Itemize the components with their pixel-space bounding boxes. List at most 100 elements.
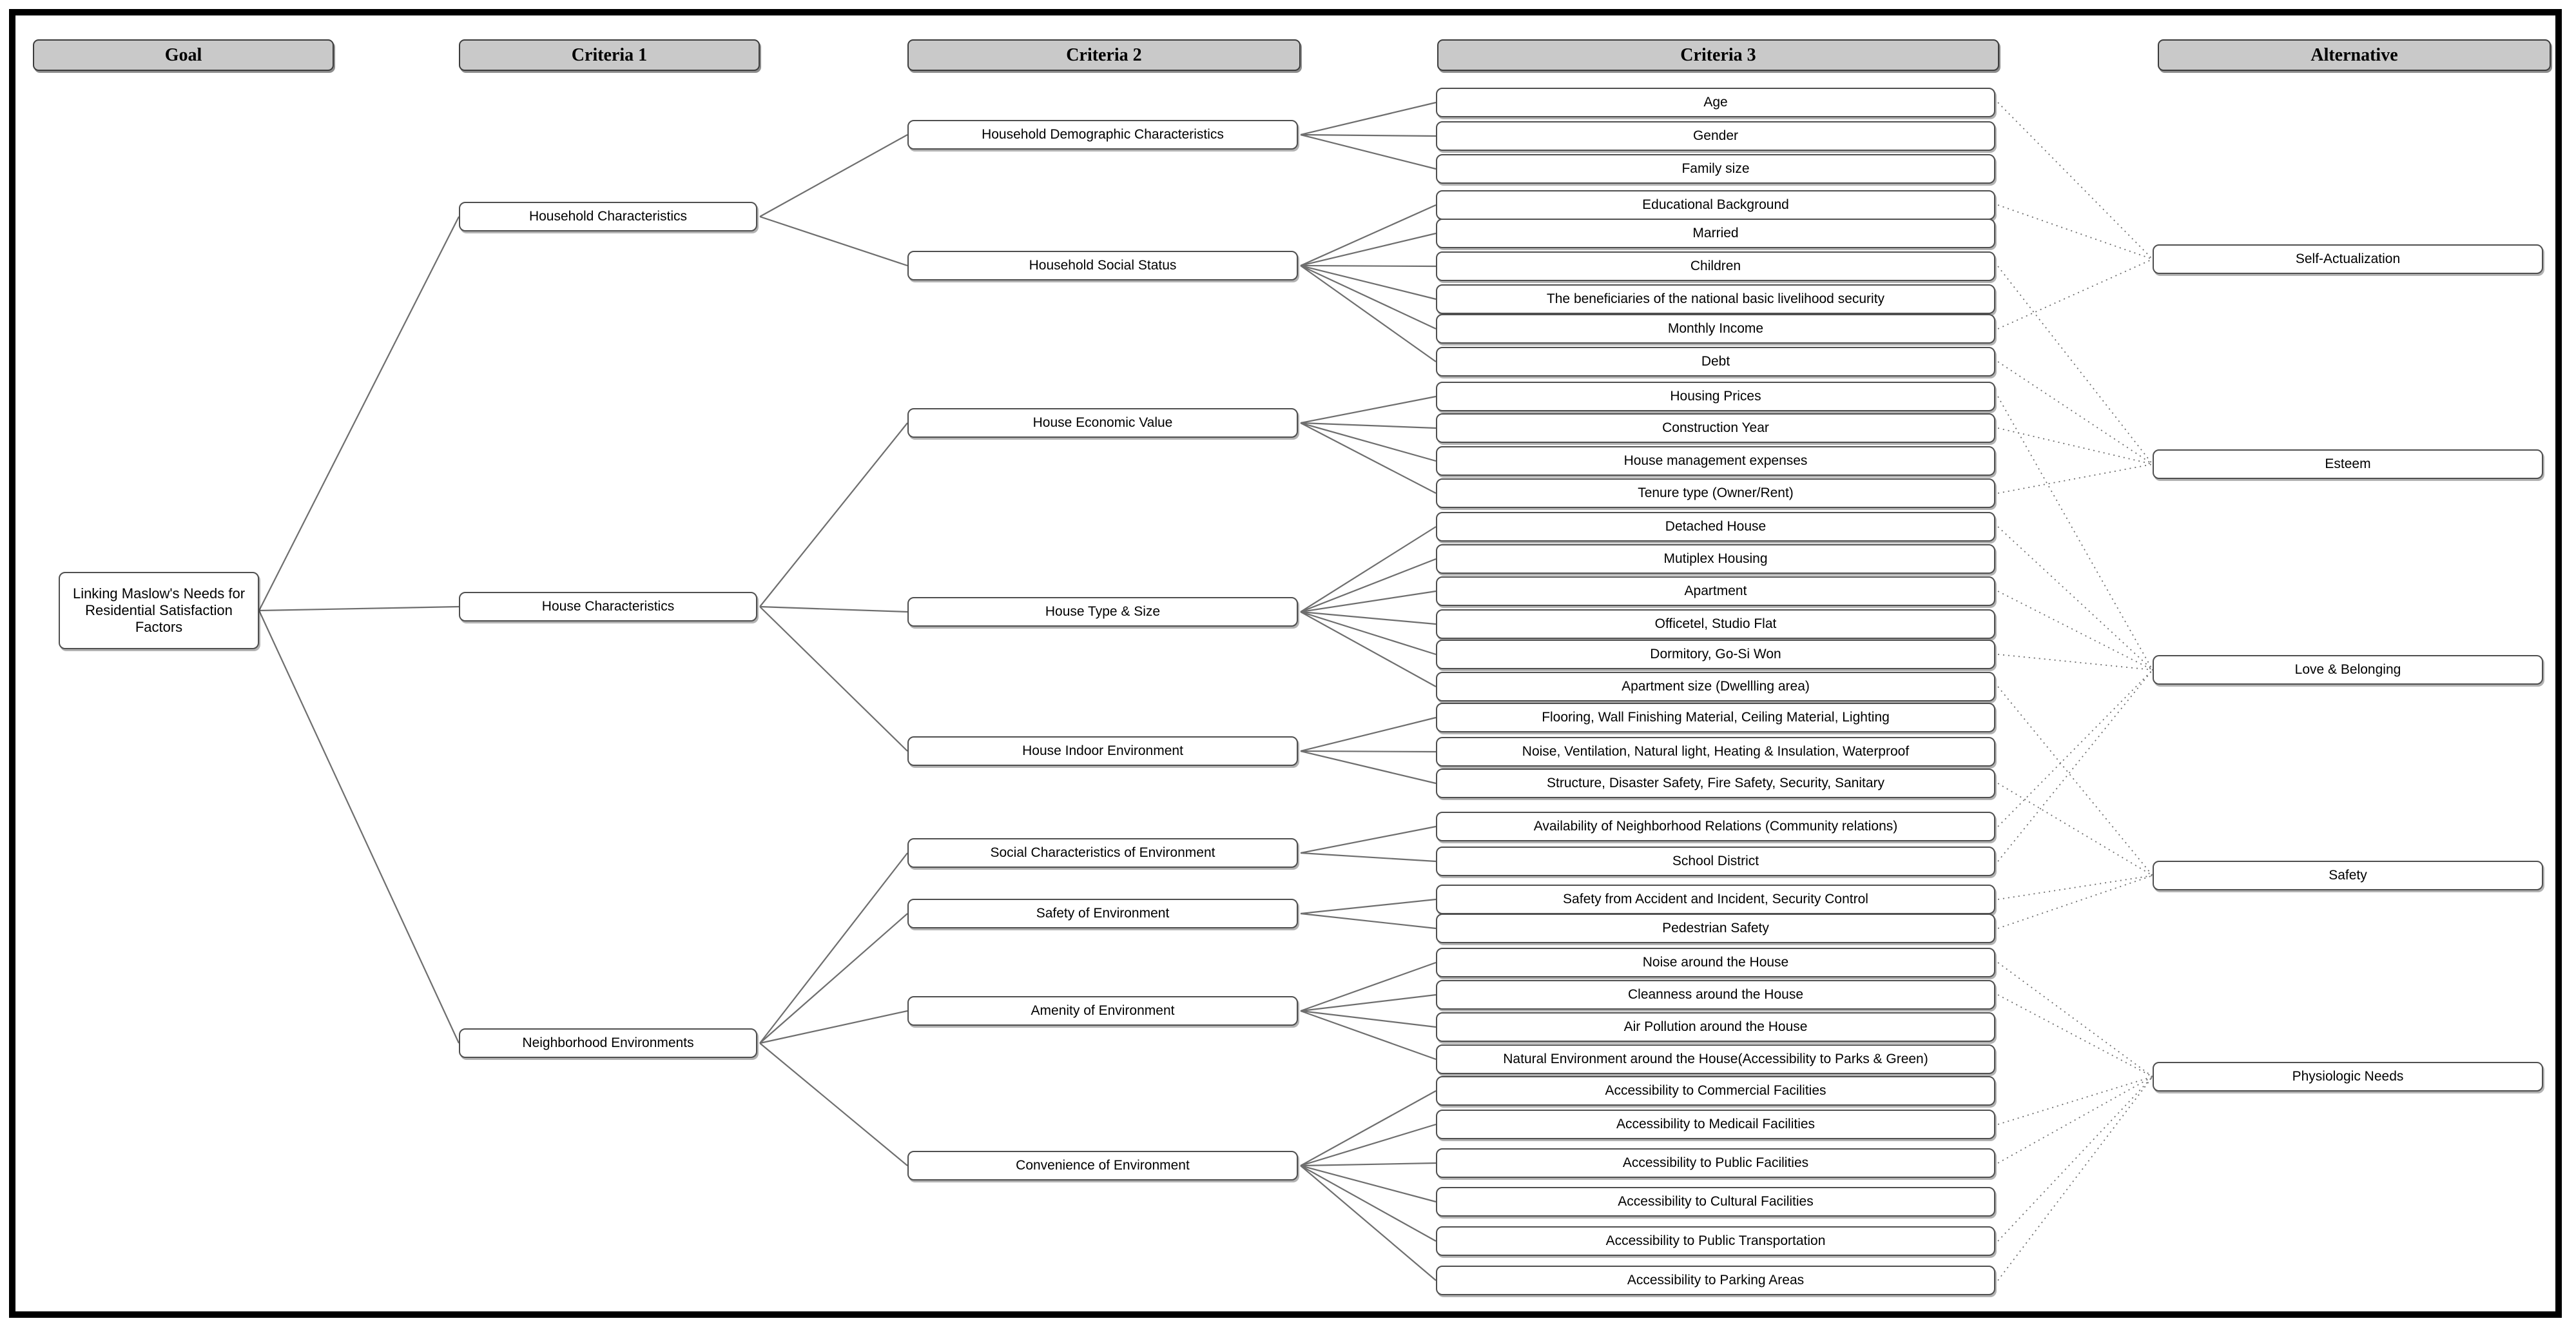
criteria1-to-criteria2-line <box>759 1043 908 1166</box>
criteria3-to-alternative-line <box>1997 396 2153 671</box>
criteria3-to-alternative-line <box>1997 526 2153 671</box>
criteria3-to-alternative-line <box>1997 1076 2153 1242</box>
criteria2-to-criteria3-line <box>1300 1165 1437 1281</box>
alternative-node: Esteem <box>2153 449 2543 479</box>
criteria3-node: Family size <box>1436 154 1995 184</box>
header-criteria1: Criteria 1 <box>459 39 760 71</box>
criteria1-to-criteria2-line <box>759 606 908 752</box>
goal-to-criteria1-line <box>258 610 460 1044</box>
criteria2-to-criteria3-line <box>1300 611 1437 656</box>
criteria2-to-criteria3-line <box>1300 750 1437 753</box>
criteria2-node: Household Social Status <box>907 251 1298 280</box>
criteria3-to-alternative-line <box>1997 875 2153 929</box>
criteria2-to-criteria3-line <box>1300 750 1437 785</box>
criteria1-node: House Characteristics <box>459 592 757 622</box>
criteria2-to-criteria3-line <box>1300 590 1437 613</box>
criteria2-to-criteria3-line <box>1300 912 1437 930</box>
criteria3-node: Noise around the House <box>1436 948 1995 977</box>
criteria3-node: Accessibility to Commercial Facilities <box>1436 1076 1995 1106</box>
criteria1-to-criteria2-line <box>759 215 908 267</box>
criteria2-node: House Indoor Environment <box>907 736 1298 766</box>
criteria3-node: Monthly Income <box>1436 314 1995 344</box>
header-criteria2: Criteria 2 <box>907 39 1301 71</box>
criteria3-node: Mutiplex Housing <box>1436 544 1995 574</box>
criteria3-node: Married <box>1436 219 1995 248</box>
criteria3-node: Housing Prices <box>1436 382 1995 411</box>
alternative-node: Safety <box>2153 861 2543 890</box>
criteria3-node: Dormitory, Go-Si Won <box>1436 640 1995 669</box>
header-goal: Goal <box>33 39 334 71</box>
criteria3-to-alternative-line <box>1997 669 2153 827</box>
criteria3-to-alternative-line <box>1997 654 2153 671</box>
criteria2-to-criteria3-line <box>1300 395 1437 424</box>
criteria3-node: Structure, Disaster Safety, Fire Safety,… <box>1436 769 1995 798</box>
criteria3-node: Detached House <box>1436 512 1995 542</box>
criteria3-node: Apartment size (Dwellling area) <box>1436 672 1995 701</box>
criteria3-to-alternative-line <box>1997 1076 2153 1164</box>
criteria3-to-alternative-line <box>1997 266 2153 465</box>
criteria3-node: The beneficiaries of the national basic … <box>1436 284 1995 314</box>
criteria2-to-criteria3-line <box>1300 265 1437 362</box>
criteria3-to-alternative-line <box>1997 204 2153 260</box>
criteria3-node: Air Pollution around the House <box>1436 1012 1995 1042</box>
criteria3-node: House management expenses <box>1436 446 1995 476</box>
criteria2-to-criteria3-line <box>1300 1090 1437 1166</box>
criteria2-to-criteria3-line <box>1300 611 1437 687</box>
criteria3-node: Accessibility to Public Transportation <box>1436 1226 1995 1256</box>
criteria2-to-criteria3-line <box>1300 852 1437 863</box>
criteria2-to-criteria3-line <box>1300 1123 1437 1167</box>
goal-node: Linking Maslow's Needs for Residential S… <box>59 572 259 649</box>
criteria3-to-alternative-line <box>1997 783 2153 876</box>
header-alternative: Alternative <box>2158 39 2551 71</box>
criteria1-node: Neighborhood Environments <box>459 1028 757 1058</box>
criteria3-node: Children <box>1436 251 1995 281</box>
criteria3-to-alternative-line <box>1997 962 2153 1077</box>
criteria3-node: Tenure type (Owner/Rent) <box>1436 478 1995 508</box>
criteria1-to-criteria2-line <box>759 913 908 1044</box>
criteria2-node: Social Characteristics of Environment <box>907 838 1298 868</box>
criteria3-node: Cleanness around the House <box>1436 980 1995 1010</box>
criteria2-to-criteria3-line <box>1300 422 1437 494</box>
criteria3-node: Pedestrian Safety <box>1436 914 1995 943</box>
criteria2-to-criteria3-line <box>1300 898 1437 915</box>
criteria2-to-criteria3-line <box>1300 1162 1437 1167</box>
criteria3-node: Age <box>1436 88 1995 117</box>
criteria3-node: Officetel, Studio Flat <box>1436 609 1995 639</box>
criteria3-node: Accessibility to Cultural Facilities <box>1436 1187 1995 1217</box>
criteria3-node: School District <box>1436 847 1995 876</box>
criteria3-node: Construction Year <box>1436 413 1995 443</box>
alternative-node: Physiologic Needs <box>2153 1062 2543 1092</box>
criteria2-to-criteria3-line <box>1300 101 1437 136</box>
criteria2-to-criteria3-line <box>1300 611 1437 625</box>
criteria2-to-criteria3-line <box>1300 825 1437 854</box>
criteria2-to-criteria3-line <box>1300 994 1437 1012</box>
alternative-node: Self-Actualization <box>2153 244 2543 274</box>
criteria3-node: Availability of Neighborhood Relations (… <box>1436 812 1995 841</box>
criteria3-node: Educational Background <box>1436 190 1995 220</box>
criteria3-node: Accessibility to Public Facilities <box>1436 1148 1995 1178</box>
criteria3-node: Flooring, Wall Finishing Material, Ceili… <box>1436 703 1995 732</box>
criteria2-node: Safety of Environment <box>907 899 1298 928</box>
criteria2-to-criteria3-line <box>1300 422 1437 429</box>
criteria2-to-criteria3-line <box>1300 265 1437 329</box>
criteria2-to-criteria3-line <box>1300 558 1437 613</box>
goal-to-criteria1-line <box>258 605 460 612</box>
criteria2-to-criteria3-line <box>1300 1010 1437 1028</box>
criteria3-to-alternative-line <box>1997 994 2153 1077</box>
criteria3-node: Gender <box>1436 121 1995 151</box>
criteria3-node: Noise, Ventilation, Natural light, Heati… <box>1436 737 1995 767</box>
criteria2-to-criteria3-line <box>1300 133 1437 170</box>
criteria3-to-alternative-line <box>1997 259 2153 329</box>
criteria3-node: Natural Environment around the House(Acc… <box>1436 1044 1995 1074</box>
criteria1-node: Household Characteristics <box>459 202 757 231</box>
criteria1-to-criteria2-line <box>759 852 908 1044</box>
criteria3-to-alternative-line <box>1997 1076 2153 1125</box>
criteria3-to-alternative-line <box>1997 591 2153 671</box>
criteria3-to-alternative-line <box>1997 427 2153 465</box>
criteria2-to-criteria3-line <box>1300 204 1437 267</box>
criteria3-to-alternative-line <box>1997 1076 2153 1281</box>
criteria2-node: Household Demographic Characteristics <box>907 120 1298 150</box>
criteria3-node: Apartment <box>1436 576 1995 606</box>
